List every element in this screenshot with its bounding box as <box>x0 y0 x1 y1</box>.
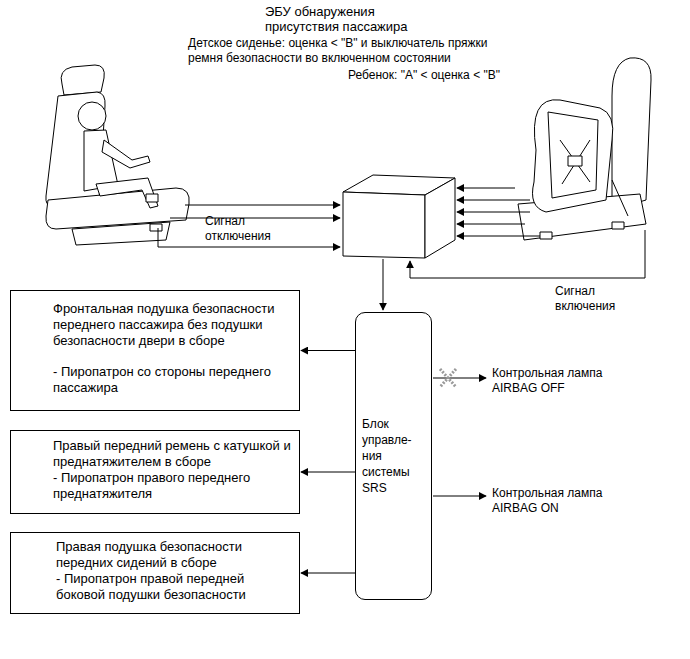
box-detail: - Пиропатрон правой передней боковой под… <box>56 571 291 603</box>
signal-name: Сигнал включения <box>555 284 645 314</box>
component-box: Правая подушка безопасности передних сид… <box>10 532 300 614</box>
box-detail: - Пиропатрон правого переднего преднатяж… <box>53 470 291 502</box>
box-title: Правая подушка безопасности передних сид… <box>56 539 291 571</box>
box-title: Фронтальная подушка безопасности передне… <box>53 301 291 349</box>
child-seat <box>518 58 651 240</box>
control-unit-block: Блок управле- ния системы SRS <box>355 312 432 600</box>
occupant-detection-ecu <box>343 175 455 258</box>
blocked-cross <box>440 369 456 387</box>
connector-arrow <box>301 472 355 473</box>
signal-name: Сигнал отключения <box>205 214 300 244</box>
lamp-name: Контрольная лампа AIRBAG ON <box>492 486 617 516</box>
component-box: Правый передний ремень с катушкой и пред… <box>10 430 300 514</box>
box-title: Правый передний ремень с катушкой и пред… <box>53 438 291 470</box>
unit-title: ЭБУ обнаружения присутствия пассажира <box>265 4 435 34</box>
connector-arrow <box>301 573 355 574</box>
condition-note: Детское сиденье: оценка < "B" и выключат… <box>188 36 518 66</box>
box-title: Блок управле- ния системы SRS <box>362 416 427 496</box>
connector-arrow <box>301 350 355 351</box>
component-box: Фронтальная подушка безопасности передне… <box>10 290 300 411</box>
passenger-seat <box>46 65 189 245</box>
condition-note: Ребенок: "A" < оценка < "B" <box>300 68 500 83</box>
lamp-name: Контрольная лампа AIRBAG OFF <box>492 366 617 396</box>
box-detail: - Пиропатрон со стороны переднего пассаж… <box>53 364 291 396</box>
